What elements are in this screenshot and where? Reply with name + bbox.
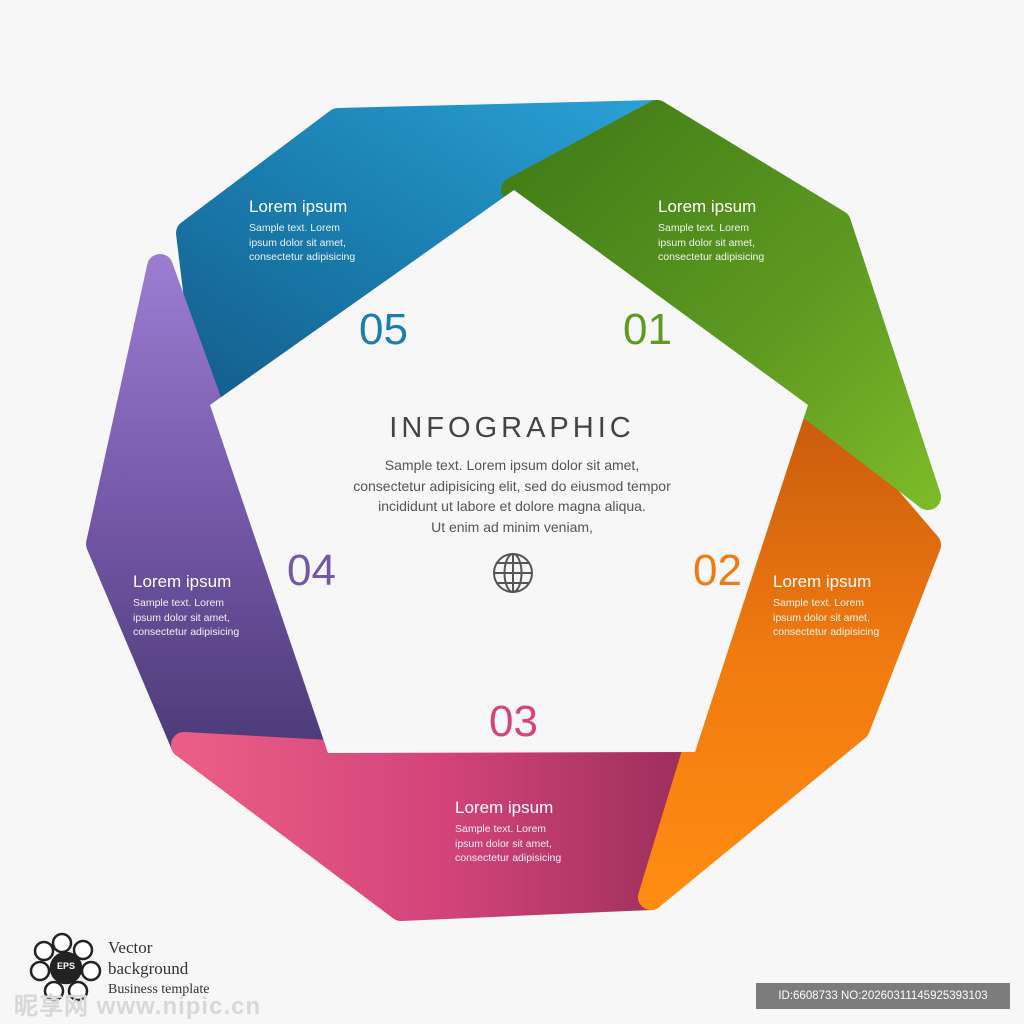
- center-title: INFOGRAPHIC: [389, 412, 635, 444]
- segment-04-text: Lorem ipsum Sample text. Lorem ipsum dol…: [133, 572, 239, 640]
- badge-line-2: background: [108, 959, 189, 978]
- segment-01-number: 01: [623, 305, 672, 354]
- segment-02-text: Lorem ipsum Sample text. Lorem ipsum dol…: [773, 572, 879, 640]
- segment-03-band: [171, 732, 708, 921]
- ribbon-shape: [86, 100, 941, 921]
- segment-03-title: Lorem ipsum: [455, 798, 554, 817]
- center-description: Sample text. Lorem ipsum dolor sit amet,…: [353, 457, 671, 535]
- segment-01-text: Lorem ipsum Sample text. Lorem ipsum dol…: [658, 197, 764, 265]
- segment-04-number: 04: [287, 546, 336, 595]
- segment-02-number: 02: [693, 546, 742, 595]
- segment-02-title: Lorem ipsum: [773, 572, 872, 591]
- segment-04-title: Lorem ipsum: [133, 572, 232, 591]
- segment-05-body: Sample text. Lorem ipsum dolor sit amet,…: [249, 222, 356, 263]
- id-bar: ID:6608733 NO:20260311145925393103: [756, 983, 1010, 1009]
- badge-line-3: Business template: [108, 982, 210, 997]
- segment-02-body: Sample text. Lorem ipsum dolor sit amet,…: [773, 597, 880, 638]
- globe-icon: [493, 553, 533, 593]
- center-pentagon: [210, 190, 808, 753]
- segment-01-body: Sample text. Lorem ipsum dolor sit amet,…: [658, 222, 765, 263]
- segment-01-band: [501, 100, 941, 510]
- watermark: 昵享网 www.nipic.cn: [14, 993, 262, 1020]
- segment-05-number: 05: [359, 305, 408, 354]
- segment-04-body: Sample text. Lorem ipsum dolor sit amet,…: [133, 597, 240, 638]
- segment-01-title: Lorem ipsum: [658, 197, 757, 216]
- segment-05-title: Lorem ipsum: [249, 197, 348, 216]
- eps-logo: [29, 932, 102, 1002]
- segment-05-text: Lorem ipsum Sample text. Lorem ipsum dol…: [249, 197, 355, 265]
- segment-03-number: 03: [489, 697, 538, 746]
- eps-logo-label: EPS: [56, 961, 75, 971]
- segment-03-body: Sample text. Lorem ipsum dolor sit amet,…: [455, 823, 562, 864]
- badge-line-1: Vector: [108, 938, 153, 957]
- segment-03-text: Lorem ipsum Sample text. Lorem ipsum dol…: [455, 798, 561, 866]
